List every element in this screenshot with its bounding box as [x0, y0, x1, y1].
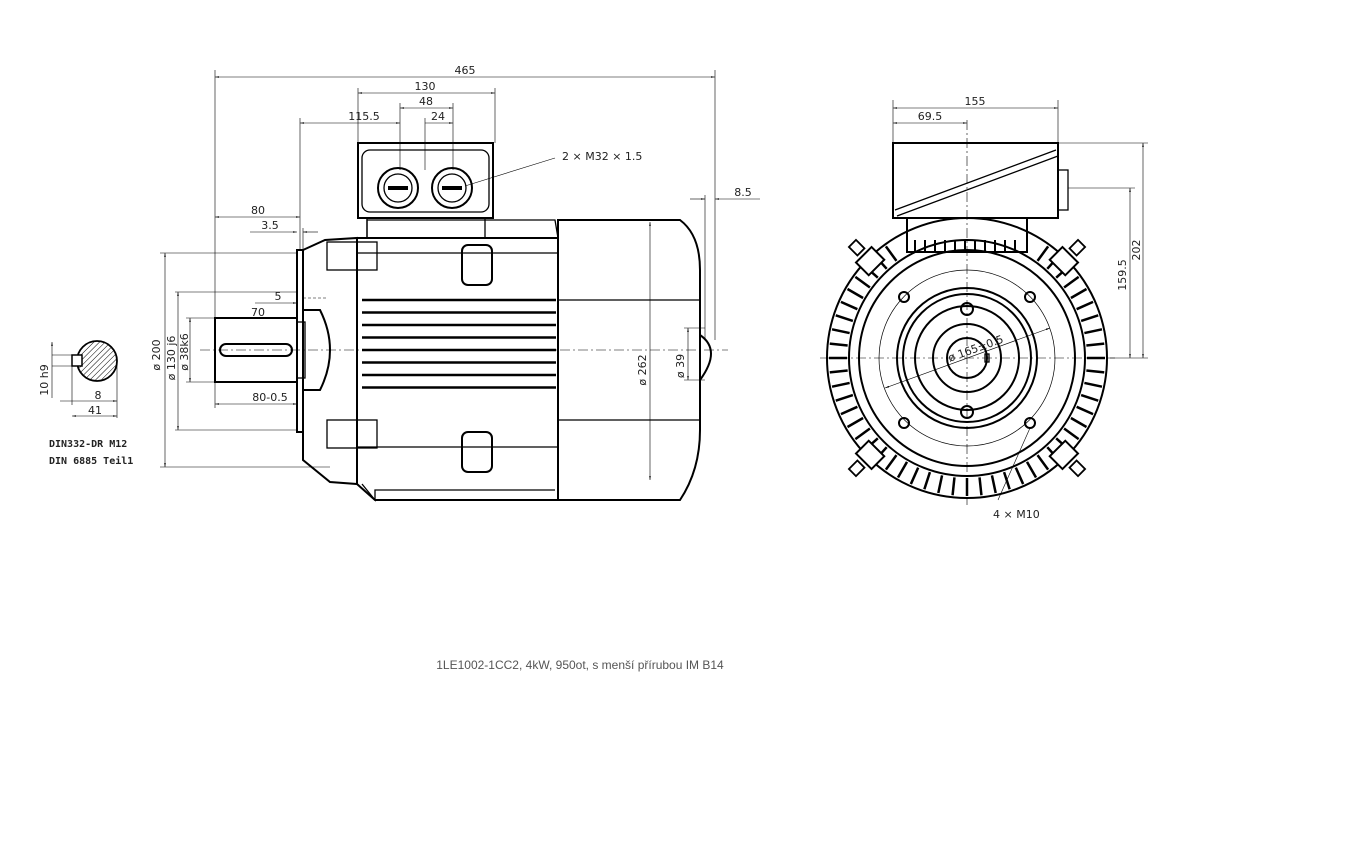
- radial-fin: [1080, 393, 1099, 402]
- cable-gland-1: [377, 167, 419, 209]
- frame-top-fins: [366, 219, 559, 239]
- din-note-2: DIN 6885 Teil1: [49, 455, 133, 467]
- radial-fin: [1086, 369, 1105, 374]
- dim-fan-cap: 8.5: [734, 186, 752, 199]
- radial-fin: [846, 287, 864, 300]
- radial-fin: [829, 369, 848, 374]
- frame-bottom-fins: [361, 483, 555, 502]
- stator-frame: [356, 237, 559, 501]
- radial-fin: [854, 427, 871, 441]
- dim-terminal-box-length: 130: [415, 80, 436, 93]
- front-view: 155 69.5 202 159.5 ø 165±0.5 4 × M10: [820, 95, 1148, 521]
- radial-fin: [840, 405, 858, 416]
- dim-spigot-diameter: ø 130 j6: [165, 336, 178, 381]
- radial-fin: [1036, 245, 1050, 262]
- dim-key-length: 70: [251, 306, 265, 319]
- dim-box-height: 202: [1130, 240, 1143, 261]
- din-note-1: DIN332-DR M12: [49, 439, 127, 450]
- side-view: 465 130 48 115.5 24 2 × M32 × 1.5 8.5 80…: [150, 64, 760, 502]
- holes-label: 4 × M10: [993, 508, 1040, 521]
- dim-box-width: 155: [965, 95, 986, 108]
- radial-fin: [1076, 405, 1094, 416]
- radial-fin: [1084, 328, 1103, 335]
- radial-fin: [831, 381, 850, 388]
- radial-fin: [896, 461, 909, 479]
- dim-shaft-diameter: ø 38k6: [178, 333, 191, 371]
- flange-outline: [858, 249, 1076, 467]
- eyebolt-bottom: [461, 431, 493, 473]
- radial-fin: [829, 342, 848, 347]
- cooling-fins: [362, 298, 556, 389]
- radial-fin: [1025, 461, 1038, 479]
- radial-fin: [1080, 314, 1099, 323]
- gland-leader: [464, 157, 556, 187]
- pitch-circle: [878, 269, 1056, 447]
- radial-fin: [1036, 454, 1050, 471]
- dim-shaft-length: 80-0.5: [252, 391, 287, 404]
- dim-gland-spacing: 48: [419, 95, 433, 108]
- eyebolt-top: [461, 244, 493, 286]
- radial-fin: [951, 477, 956, 496]
- radial-fin: [1086, 342, 1105, 347]
- radial-fin: [884, 454, 898, 471]
- key-slot: [219, 343, 293, 357]
- bearing-cap: [303, 309, 331, 391]
- dim-spigot: 3.5: [261, 219, 279, 232]
- holes-leader: [997, 427, 1031, 501]
- spigot: [296, 321, 306, 379]
- lug: [1048, 238, 1087, 277]
- radial-fin: [1063, 275, 1080, 289]
- key-section: [71, 354, 83, 367]
- fan-cover: [557, 219, 701, 501]
- radial-fin: [1063, 427, 1080, 441]
- radial-fin: [1084, 381, 1103, 388]
- radial-fin: [835, 393, 854, 402]
- radial-fin: [937, 475, 944, 494]
- radial-fin: [835, 314, 854, 323]
- dim-shaft-extension: 80: [251, 204, 265, 217]
- fan-cap: [699, 334, 712, 381]
- shaft-section-circle: [76, 340, 118, 382]
- shaft-height-label: 41: [88, 404, 102, 417]
- radial-fin: [978, 477, 983, 496]
- lifting-lugs: [847, 238, 1087, 478]
- key-depth-label: 8: [95, 389, 102, 402]
- dim-flange-thickness: 5: [275, 290, 282, 303]
- radial-fin: [1070, 416, 1088, 429]
- terminal-box: [357, 142, 494, 219]
- cable-gland-side: [1057, 169, 1069, 211]
- radial-fin: [884, 245, 898, 262]
- radial-fin: [909, 467, 920, 485]
- radial-fin: [831, 328, 850, 335]
- radial-fin: [1070, 287, 1088, 300]
- pitch-circle-label: ø 165±0.5: [946, 333, 1005, 365]
- neck-fins: [914, 240, 1016, 252]
- radial-fin: [923, 471, 932, 490]
- cable-gland-2: [431, 167, 473, 209]
- dim-frame-diameter: ø 262: [636, 354, 649, 385]
- shaft-cross-section: 10 h9 8 41 DIN332-DR M12 DIN 6885 Teil1: [38, 340, 133, 467]
- lug-top: [326, 241, 378, 271]
- dim-cap-diameter: ø 39: [674, 354, 687, 378]
- lug: [847, 238, 886, 277]
- lug: [1048, 439, 1087, 478]
- radial-fin: [840, 300, 858, 311]
- radial-fin: [990, 475, 997, 494]
- radial-fin: [1076, 300, 1094, 311]
- lug: [847, 439, 886, 478]
- drawing-caption: 1LE1002-1CC2, 4kW, 950ot, s menší přírub…: [436, 658, 724, 672]
- key-width-label: 10 h9: [38, 364, 51, 395]
- dim-flange-diameter: ø 200: [150, 339, 163, 370]
- dim-box-offset-front: 69.5: [918, 110, 943, 123]
- dim-overall-length: 465: [455, 64, 476, 77]
- dim-box-offset: 115.5: [348, 110, 380, 123]
- dim-gland-height: 159.5: [1116, 259, 1129, 291]
- radial-fin: [1014, 467, 1025, 485]
- dim-gland-offset: 24: [431, 110, 445, 123]
- radial-fin: [854, 275, 871, 289]
- lug-bottom: [326, 419, 378, 449]
- cable-glands-label: 2 × M32 × 1.5: [562, 150, 642, 163]
- radial-fin: [846, 416, 864, 429]
